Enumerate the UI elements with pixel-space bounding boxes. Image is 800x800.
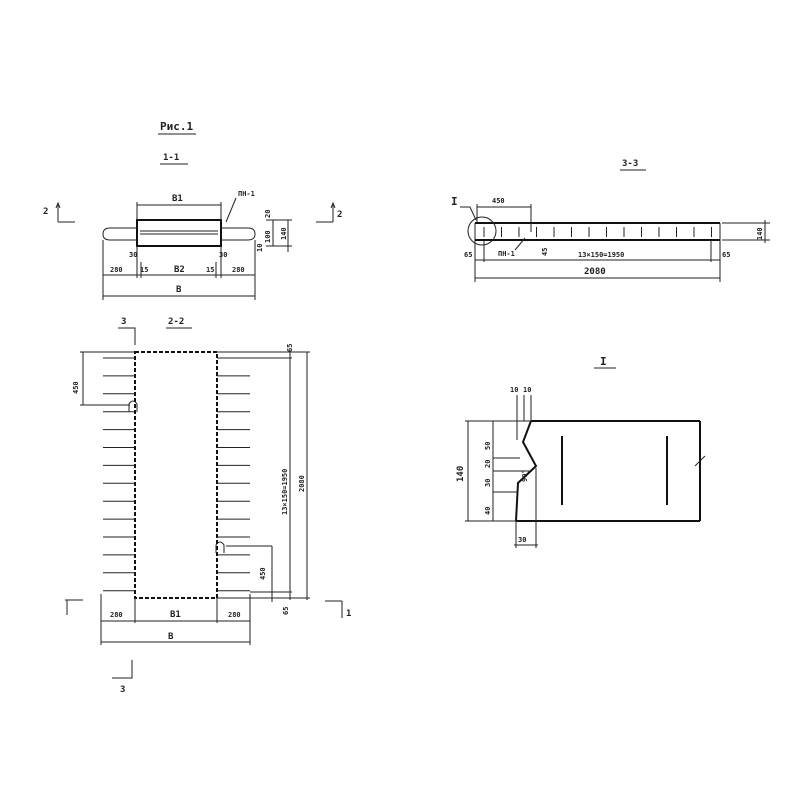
detail-I: I 10 10 140 50 20 30 40 90° 30: [456, 355, 706, 548]
label-b1: B1: [170, 610, 181, 620]
rib-ticks: [483, 227, 712, 237]
label-b1: B1: [172, 194, 183, 204]
left-loop-bar: [102, 227, 137, 241]
dim-chain: [474, 240, 721, 282]
dim-30: 30: [484, 479, 492, 487]
section-marker-left: [65, 599, 83, 615]
dim-height: [722, 220, 770, 243]
dim-450-left: [80, 351, 135, 406]
dim-bottom: [514, 468, 538, 548]
dim-140: 140: [756, 227, 764, 240]
dim-height: [266, 219, 292, 252]
dim-chain: [102, 240, 256, 300]
dim-280-right: 280: [232, 266, 245, 274]
section-marker-left: [55, 201, 75, 223]
break-mark: [694, 455, 706, 467]
dim-span: 13×150=1950: [578, 251, 624, 259]
dim-280-left: 280: [110, 611, 123, 619]
dim-15-right: 15: [206, 266, 214, 274]
marker-label: 3: [120, 685, 125, 695]
dim-100: 100: [264, 230, 272, 243]
dim-top: [516, 395, 532, 440]
marker-label: 2: [337, 210, 342, 220]
dim-280-right: 280: [228, 611, 241, 619]
dim-chain-bottom: [100, 594, 251, 645]
marker-label: 3: [121, 317, 126, 327]
detail-callout-circle: [467, 216, 497, 246]
dim-15-left: 15: [140, 266, 148, 274]
dim-30-right: 30: [219, 251, 227, 259]
slab-plan: [134, 351, 218, 599]
dim-65-top: 65: [286, 344, 294, 352]
dim-20: 20: [484, 460, 492, 468]
dim-450-label: 450: [492, 197, 505, 205]
marker-label: 2: [43, 207, 48, 217]
rib-bars: [103, 357, 250, 592]
dim-65-right: 65: [722, 251, 730, 259]
label-b2: B2: [174, 265, 185, 275]
section-3-3: 3-3 I 450 ПН-1 45 65 13×150=1950 65 2080…: [451, 159, 770, 282]
lifting-loop: [128, 400, 138, 412]
figure-title: Рис.1: [160, 120, 193, 133]
dim-450-right: [226, 545, 273, 602]
dim-length: [217, 351, 310, 600]
dim-20: 20: [264, 210, 272, 218]
dim-50: 50: [484, 442, 492, 450]
dim-left: [465, 420, 531, 522]
dim-450-right-label: 450: [259, 567, 267, 580]
section-marker-top: [118, 327, 136, 345]
slab-section: [136, 219, 222, 247]
dim-10b: 10: [523, 386, 531, 394]
dim-30-left: 30: [129, 251, 137, 259]
dim-45: 45: [541, 248, 549, 256]
dim-b1: [136, 202, 222, 220]
leader-line: [514, 237, 526, 251]
marker-label: 1: [346, 609, 351, 619]
section-3-3-title: 3-3: [622, 159, 638, 169]
dim-65-left: 65: [464, 251, 472, 259]
section-2-2: 2-2 3 3 1 450 450 65 65 13×150=1950 2080…: [65, 317, 351, 695]
label-b: B: [168, 632, 174, 642]
dim-10a: 10: [510, 386, 518, 394]
dim-140: 140: [280, 227, 288, 240]
dim-total: 2080: [298, 475, 306, 492]
mark-label: ПН-1: [238, 190, 255, 198]
dim-140: 140: [456, 466, 466, 482]
joint-profile: [515, 420, 538, 522]
angle-label: 90°: [521, 469, 529, 482]
detail-leader: [460, 206, 477, 221]
dim-10: 10: [256, 244, 264, 252]
mark-label: ПН-1: [498, 250, 515, 258]
right-loop-bar: [221, 227, 256, 241]
leader-line: [225, 197, 237, 223]
label-b: B: [176, 285, 182, 295]
dim-65-bottom: 65: [282, 607, 290, 615]
dim-30-bottom: 30: [518, 536, 526, 544]
section-marker-right: [325, 600, 343, 618]
dim-span: 13×150=1950: [281, 469, 289, 515]
slab-ends: [474, 223, 721, 240]
dim-280-left: 280: [110, 266, 123, 274]
dim-450-left-label: 450: [72, 381, 80, 394]
dim-450: [476, 204, 532, 232]
slab-long-section: [475, 222, 720, 241]
detail-title: I: [600, 355, 607, 368]
lifting-loop: [215, 541, 225, 553]
section-marker-right: [316, 201, 336, 223]
detail-ref: I: [451, 195, 458, 208]
section-1-1-title: 1-1: [163, 153, 179, 163]
dim-40: 40: [484, 507, 492, 515]
slab-outline: [516, 420, 701, 522]
section-1-1: 1-1 2 2 B1 ПН-1 20 100 10 140 30 30 280 …: [43, 153, 342, 300]
section-2-2-title: 2-2: [168, 317, 184, 327]
dim-total-label: 2080: [584, 267, 606, 277]
section-marker-bottom: [112, 660, 133, 679]
